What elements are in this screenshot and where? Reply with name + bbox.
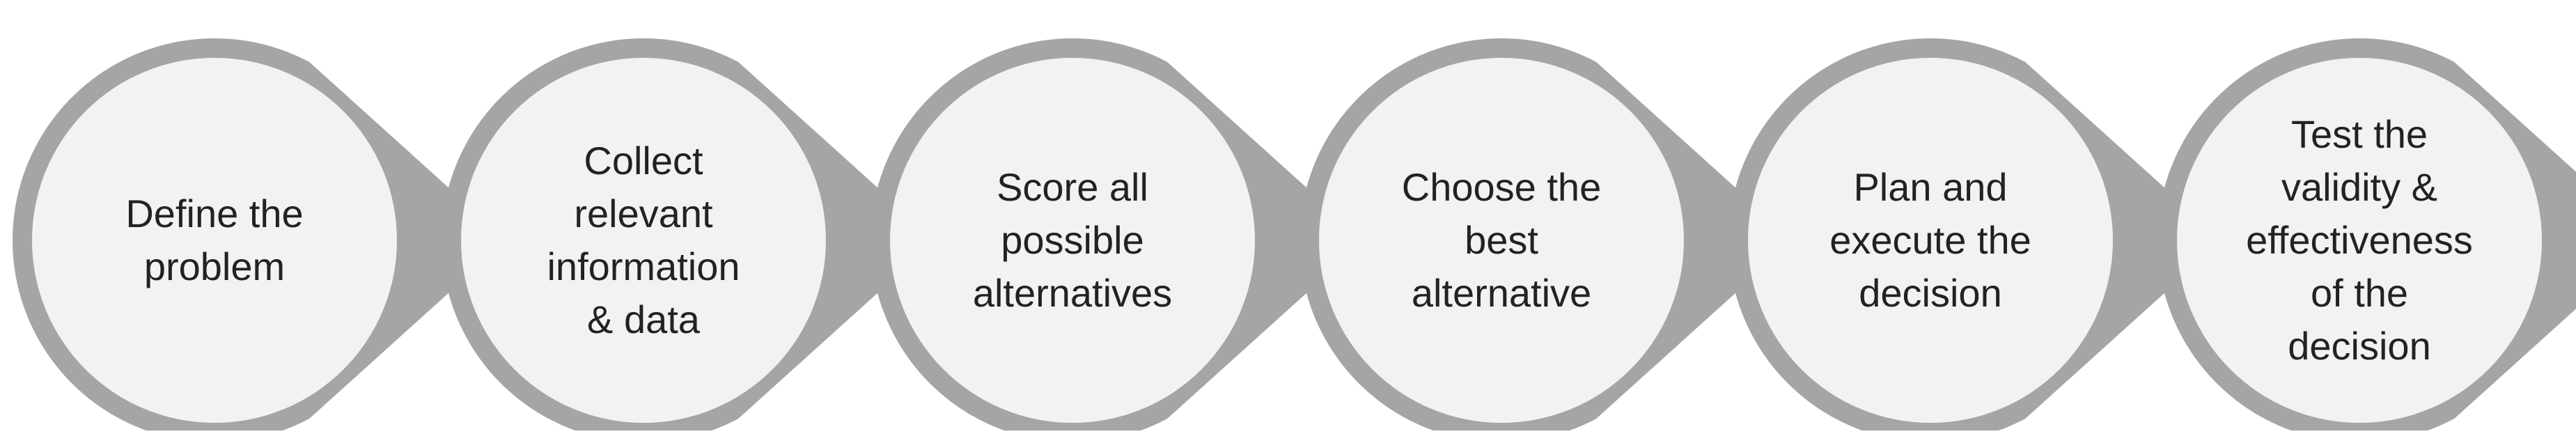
step-label-1: Define the problem bbox=[54, 73, 375, 408]
step-label-line: decision bbox=[2288, 324, 2431, 368]
step-shape-4 bbox=[1299, 38, 1794, 434]
step-circle bbox=[2177, 58, 2542, 423]
step-circle bbox=[461, 58, 826, 423]
step-label-line: Choose the bbox=[1401, 165, 1602, 209]
step-label-2: Collect relevant information & data bbox=[483, 73, 804, 408]
step-label-line: best bbox=[1465, 218, 1538, 262]
step-circle bbox=[890, 58, 1255, 423]
step-label-line: alternative bbox=[1411, 271, 1592, 315]
step-label-line: Define the bbox=[125, 192, 304, 235]
step-label-line: of the bbox=[2310, 271, 2409, 315]
step-label-5: Plan and execute the decision bbox=[1770, 73, 2091, 408]
step-shape-2 bbox=[442, 38, 936, 434]
step-label-6: Test the validity & effectiveness of the dec… bbox=[2199, 73, 2520, 408]
step-label-line: information bbox=[547, 245, 740, 288]
step-label-line: Score all bbox=[997, 165, 1148, 209]
step-label-line: alternatives bbox=[972, 271, 1173, 315]
step-label-line: Test the bbox=[2290, 112, 2428, 156]
step-shape-1 bbox=[13, 38, 507, 434]
step-circle bbox=[1748, 58, 2113, 423]
step-circle bbox=[1319, 58, 1684, 423]
step-label-line: decision bbox=[1859, 271, 2002, 315]
step-label-line: Plan and bbox=[1853, 165, 2008, 209]
step-label-line: & data bbox=[587, 297, 700, 341]
step-label-4: Choose the best alternative bbox=[1341, 73, 1662, 408]
step-label-line: relevant bbox=[574, 192, 713, 235]
step-circle bbox=[32, 58, 397, 423]
step-label-line: problem bbox=[143, 245, 286, 288]
step-label-line: Collect bbox=[584, 139, 703, 183]
step-shape-3 bbox=[871, 38, 1365, 434]
step-label-line: validity & bbox=[2281, 165, 2438, 209]
step-label-line: execute the bbox=[1829, 218, 2031, 262]
step-label-3: Score all possible alternatives bbox=[912, 73, 1233, 408]
step-label-line: possible bbox=[1001, 218, 1144, 262]
step-shape-5 bbox=[1728, 38, 2223, 434]
step-shape-6 bbox=[2157, 38, 2576, 434]
step-label-line: effectiveness bbox=[2246, 218, 2473, 262]
